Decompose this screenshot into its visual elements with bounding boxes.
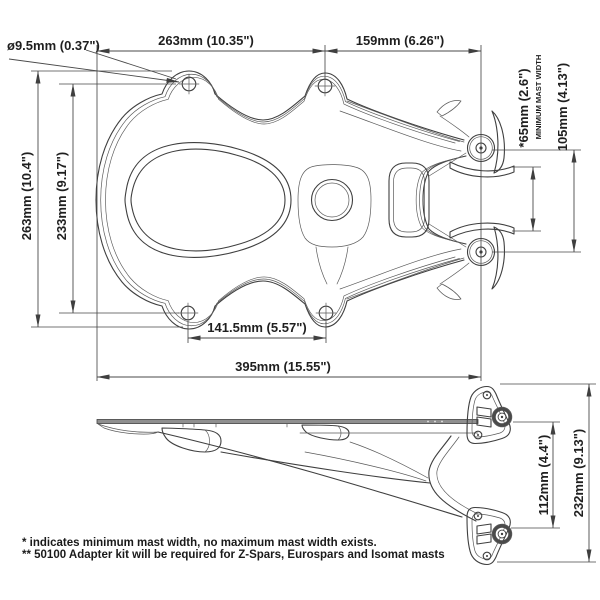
leader-line-2 — [8, 58, 180, 83]
dim-label-mast-min-width: *65mm (2.6") — [516, 68, 531, 147]
teardrop-cutout — [124, 142, 292, 258]
side-left-tip — [97, 423, 159, 435]
side-bracket-top — [465, 384, 514, 446]
side-boss-2 — [301, 424, 350, 441]
dim-label-height-holes: 233mm (9.17") — [54, 152, 69, 241]
footnote-min-mast-width: * indicates minimum mast width, no maxim… — [22, 537, 377, 549]
dim-label-side-overall-height: 232mm (9.13") — [571, 429, 586, 518]
slot-cutout — [388, 162, 430, 238]
mount-hole-bottom-left — [177, 302, 199, 324]
dim-label-bottom-hole-span: 141.5mm (5.57") — [207, 320, 306, 335]
dim-label-top-span-right: 159mm (6.26") — [356, 33, 445, 48]
dim-label-height-overall: 263mm (10.4") — [19, 152, 34, 241]
footnote-adapter-kit: ** 50100 Adapter kit will be required fo… — [22, 549, 445, 561]
arm-contours — [339, 100, 467, 300]
dim-label-clamp-pivot-span: 105mm (4.13") — [555, 63, 570, 152]
plan-contour-1 — [100, 73, 462, 327]
side-bracket-bottom — [465, 505, 514, 567]
dim-label-overall-width: 395mm (15.55") — [235, 359, 331, 374]
dim-label-hole-diameter: ø9.5mm (0.37") — [7, 38, 100, 53]
dim-label-mast-min-width-caption: MINIMUM MAST WIDTH — [534, 55, 543, 140]
side-arms — [157, 431, 479, 518]
plan-dimensions: ø9.5mm (0.37") 263mm (10.35") 159mm (6.2… — [7, 33, 581, 380]
side-view — [96, 384, 514, 567]
leader-line-1 — [85, 49, 177, 80]
dim-label-side-bracket-span: 112mm (4.4") — [536, 435, 551, 516]
side-plate-edge — [96, 419, 479, 424]
side-strap — [428, 435, 479, 522]
mount-hole-top-middle — [314, 75, 336, 97]
plan-view — [95, 45, 515, 381]
side-dimensions: 112mm (4.4") 232mm (9.13") — [497, 383, 596, 563]
footnotes: * indicates minimum mast width, no maxim… — [22, 537, 445, 561]
plan-outline — [95, 70, 467, 330]
side-boss-1 — [161, 427, 222, 453]
dim-label-top-span-left: 263mm (10.35") — [158, 33, 254, 48]
mount-hole-top-left — [178, 73, 200, 95]
center-boss — [297, 164, 372, 285]
